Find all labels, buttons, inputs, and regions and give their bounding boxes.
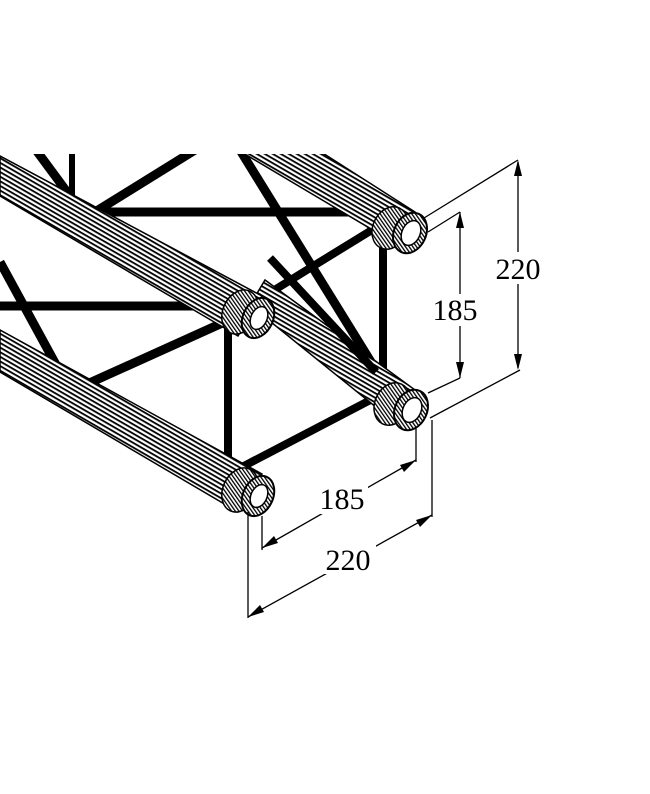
dimension-horizontal-185: 185 [261,428,417,550]
dimension-horizontal-220: 220 [247,420,433,618]
dimension-label-horizontal-220: 220 [326,544,371,577]
dimension-vertical-185: 185 [427,211,484,394]
dimension-vertical-220: 220 [423,159,544,419]
dimension-label-vertical-220: 220 [496,253,541,286]
dimension-label-vertical-185: 185 [433,294,478,327]
brace-diagonal-front [267,255,379,375]
truss-structure [0,154,430,518]
chord-back-top [243,154,429,255]
dimension-label-horizontal-185: 185 [320,483,365,516]
chord-front-top [0,155,276,340]
chord-back-bottom [249,278,430,432]
chord-front-bottom [0,329,276,518]
